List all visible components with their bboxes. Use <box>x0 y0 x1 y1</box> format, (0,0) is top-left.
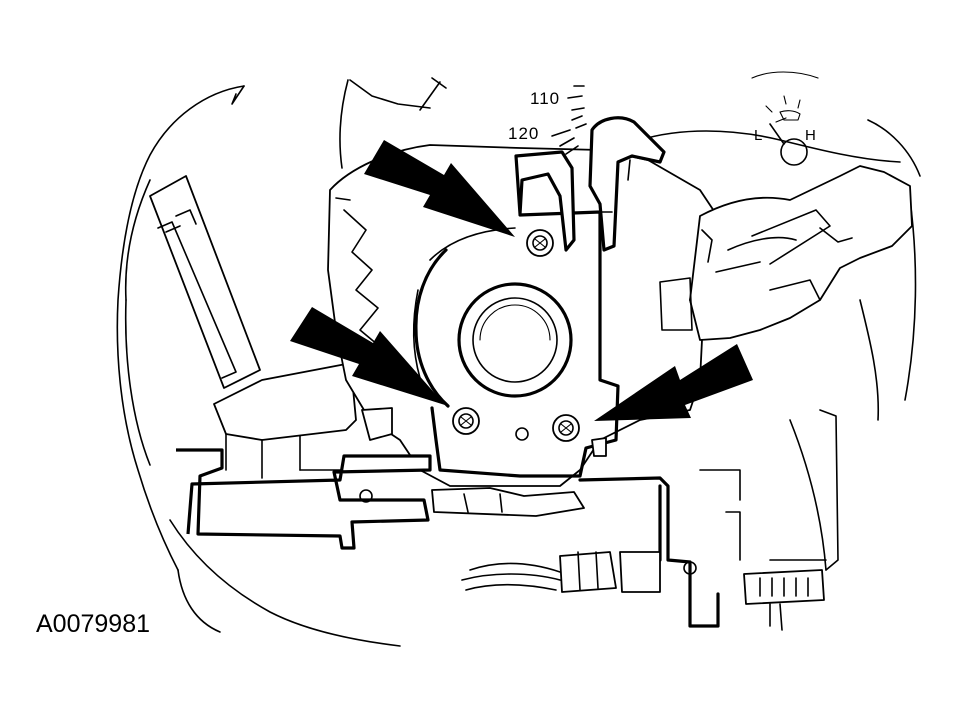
figure-id-label: A0079981 <box>36 610 150 638</box>
temperature-gauge-icon: L H <box>751 71 819 166</box>
lower-left-screw <box>452 407 480 435</box>
locator-hole <box>515 427 529 441</box>
arrow-lower-left <box>290 307 445 405</box>
speedo-label-110: 110 <box>530 89 560 108</box>
gauge-high-label: H <box>805 127 816 144</box>
left-switch-body <box>149 175 357 479</box>
right-stalk <box>659 165 913 341</box>
speedo-label-120: 120 <box>508 124 539 143</box>
gauge-low-label: L <box>754 127 762 144</box>
speedometer-scale: 110 120 <box>508 85 587 155</box>
arrow-upper-left <box>364 140 515 237</box>
wiring-and-bracket <box>176 407 825 631</box>
upper-screw <box>526 229 554 257</box>
lower-right-screw <box>552 414 580 442</box>
column-housing <box>327 144 721 487</box>
arrow-lower-right <box>594 344 753 421</box>
callout-arrows <box>290 140 753 421</box>
top-latch <box>514 116 666 252</box>
dashboard-outline <box>116 77 921 647</box>
